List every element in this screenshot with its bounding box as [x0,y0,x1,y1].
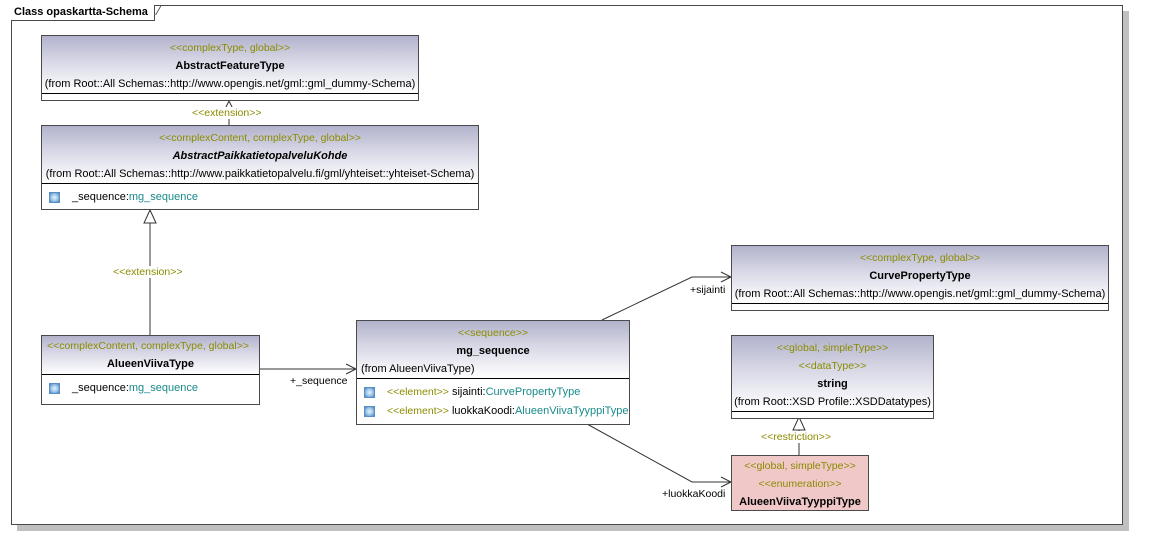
attribute-name: _sequence: [72,191,129,203]
class-string[interactable]: <<global, simpleType>> <<dataType>> stri… [731,335,934,419]
class-curve-property-type[interactable]: <<complexType, global>> CurvePropertyTyp… [731,245,1109,311]
diagram-title: Class opaskartta-Schema [11,5,155,21]
restriction-label: <<restriction>> [761,431,832,443]
class-name: AlueenViivaTyyppiType [739,496,861,508]
attribute-row[interactable]: _sequence:mg_sequence [42,188,478,207]
attribute-name: _sequence: [72,382,129,394]
attribute-type: AlueenViivaTyyppiType [514,405,629,417]
attribute-stereotype: <<element>> [387,405,449,417]
class-name: CurvePropertyType [869,270,971,282]
restriction-arrowhead [792,415,806,431]
class-name: AbstractFeatureType [175,60,285,72]
attribute-stereotype: <<element>> [387,386,449,398]
attribute-row[interactable]: <<element>> luokkaKoodi:AlueenViivaTyypp… [357,402,629,421]
attribute-icon [364,406,375,417]
class-name: AbstractPaikkatietopalveluKohde [172,150,348,162]
class-stereotype-2: <<dataType>> [798,360,867,372]
class-alueen-viiva-type[interactable]: <<complexContent, complexType, global>> … [41,335,260,405]
class-stereotype: <<complexContent, complexType, global>> [47,340,249,352]
attribute-name: luokkaKoodi: [451,405,515,417]
class-name: string [817,378,848,390]
luokkakoodi-association-line[interactable] [586,423,731,483]
class-origin: (from Root::All Schemas::http://www.paik… [45,168,475,180]
sijainti-association-line[interactable] [601,276,731,321]
class-name: AlueenViivaType [106,358,195,370]
class-stereotype: <<complexContent, complexType, global>> [159,132,361,144]
class-stereotype: <<complexType, global>> [169,42,291,54]
class-stereotype: <<global, simpleType>> [776,342,889,354]
generalization-arrowhead-2 [143,208,157,224]
class-stereotype: <<sequence>> [457,327,529,339]
class-mg-sequence[interactable]: <<sequence>> mg_sequence (from AlueenVii… [356,320,630,425]
attribute-type: mg_sequence [128,191,198,203]
class-abstract-feature-type[interactable]: <<complexType, global>> AbstractFeatureT… [41,35,419,101]
attribute-row[interactable]: <<element>> sijainti:CurvePropertyType [357,383,629,402]
class-stereotype-2: <<enumeration>> [758,478,842,490]
sijainti-role-label: +sijainti [690,284,726,296]
extension-label-1: <<extension>> [192,107,262,119]
attribute-icon [364,387,375,398]
class-stereotype: <<complexType, global>> [859,252,981,264]
luokkakoodi-role-label: +luokkaKoodi [662,488,726,500]
attribute-type: CurvePropertyType [485,386,581,398]
class-origin: (from AlueenViivaType) [361,363,475,375]
attribute-name: sijainti: [451,386,486,398]
attribute-row[interactable]: _sequence:mg_sequence [42,379,259,398]
sequence-role-label: +_sequence [290,375,348,387]
attribute-type: mg_sequence [128,382,198,394]
attribute-icon [49,192,60,203]
class-origin: (from Root::XSD Profile::XSDDatatypes) [734,396,931,408]
class-alueen-viiva-tyyppi-type[interactable]: <<global, simpleType>> <<enumeration>> A… [731,455,869,511]
extension-label-2: <<extension>> [113,266,183,278]
class-origin: (from Root::All Schemas::http://www.open… [44,78,416,90]
attribute-icon [49,383,60,394]
class-name: mg_sequence [456,345,530,357]
class-abstract-paikkatietopalvelu-kohde[interactable]: <<complexContent, complexType, global>> … [41,125,479,210]
class-origin: (from Root::All Schemas::http://www.open… [734,288,1106,300]
class-stereotype: <<global, simpleType>> [744,460,856,472]
